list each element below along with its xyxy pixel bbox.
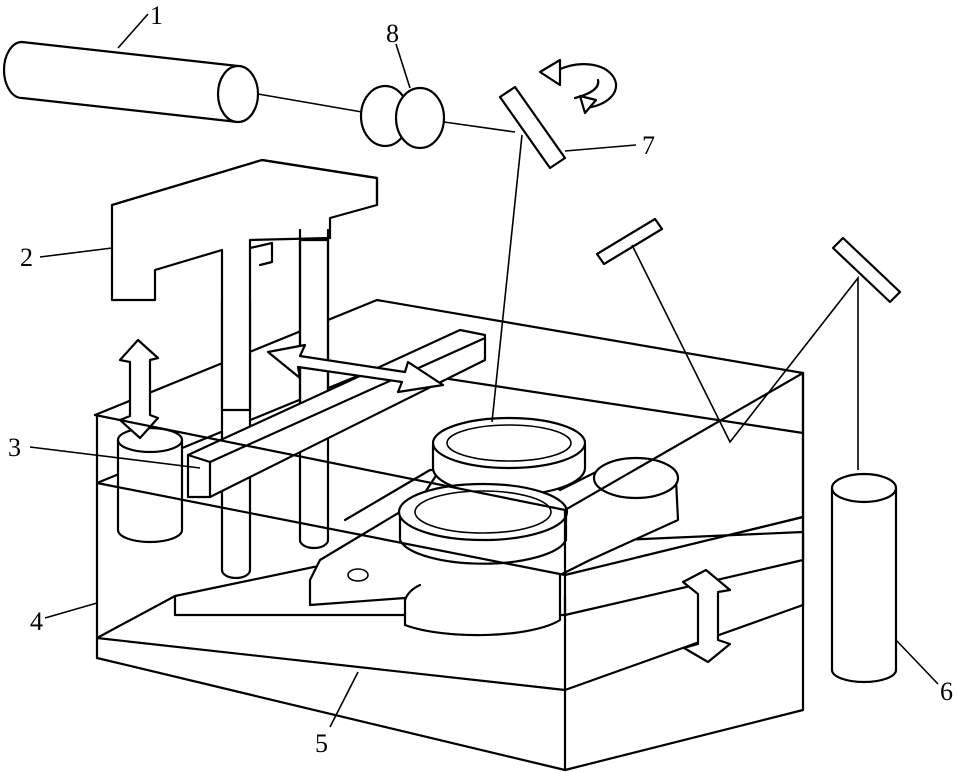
elevator-motion-arrow xyxy=(118,338,160,440)
label-8: 8 xyxy=(386,19,399,48)
detector-mirrors xyxy=(595,217,902,470)
rotation-arrow xyxy=(538,58,618,115)
laser-beam xyxy=(257,93,523,423)
label-2: 2 xyxy=(20,243,33,272)
resin-surface xyxy=(95,481,567,577)
printed-part xyxy=(308,416,680,637)
label-1: 1 xyxy=(150,1,163,30)
label-3: 3 xyxy=(8,433,21,462)
left-cylinder xyxy=(116,426,184,544)
scanning-mirror xyxy=(498,85,567,170)
recoater-motion-arrow xyxy=(266,343,445,394)
focusing-lenses xyxy=(359,84,446,150)
elevator-frame xyxy=(110,158,379,414)
leader-lines xyxy=(29,13,939,728)
laser-source xyxy=(2,40,260,124)
label-4: 4 xyxy=(30,607,43,636)
label-6: 6 xyxy=(940,677,953,706)
platform-motion-arrow xyxy=(681,568,732,664)
resin-tank-front xyxy=(93,371,805,772)
detector-cylinder xyxy=(830,472,898,684)
label-5: 5 xyxy=(315,729,328,758)
label-7: 7 xyxy=(642,131,655,160)
